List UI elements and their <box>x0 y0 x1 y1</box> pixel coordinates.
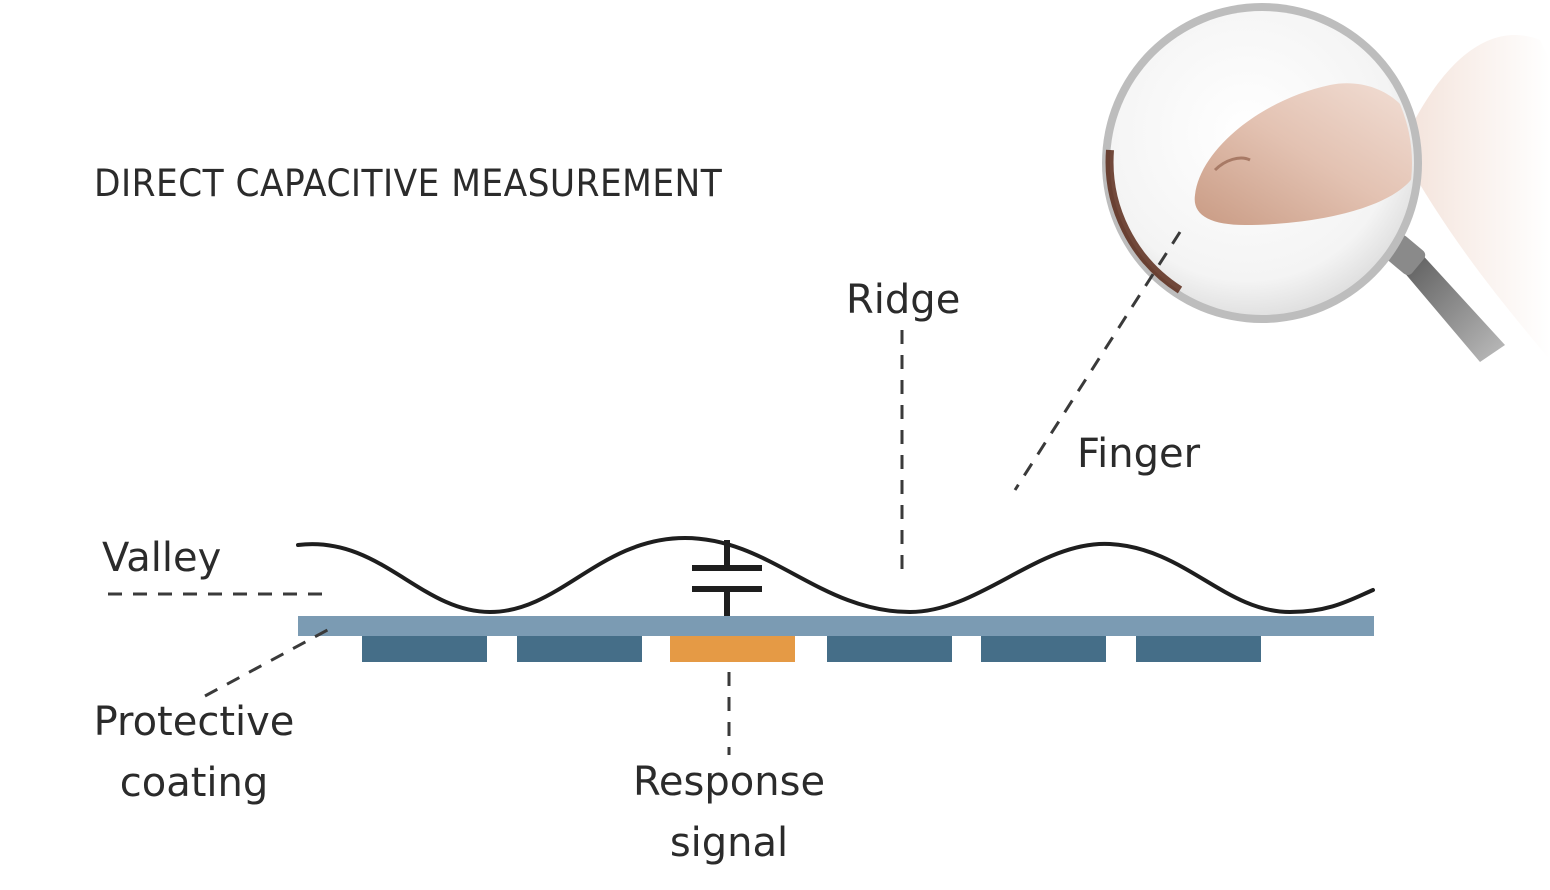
response-signal-label-line2: signal <box>669 820 789 866</box>
sensor-pixel <box>1136 636 1261 662</box>
protective-coating-label: Protective coating <box>84 692 304 814</box>
sensor-pixel <box>827 636 952 662</box>
protective-coating-layer <box>298 616 1374 636</box>
sensor-pixel <box>517 636 642 662</box>
sensor-pixel <box>981 636 1106 662</box>
magnifying-glass-with-finger-icon <box>1102 3 1550 362</box>
fingertip-shape <box>1194 83 1412 225</box>
response-signal-label-line1: Response <box>632 759 826 805</box>
sensor-pixel-active <box>670 636 795 662</box>
diagram-title: DIRECT CAPACITIVE MEASUREMENT <box>94 162 723 205</box>
valley-label: Valley <box>102 535 222 581</box>
finger-leader-line <box>1013 231 1182 491</box>
sensor-pixel-row <box>362 636 1261 662</box>
hand-shape <box>1400 34 1550 361</box>
ridge-label: Ridge <box>846 277 961 323</box>
response-signal-label: Response signal <box>614 752 844 874</box>
sensor-pixel <box>362 636 487 662</box>
protective-coating-label-line1: Protective <box>93 699 295 745</box>
protective-coating-label-line2: coating <box>119 760 269 806</box>
finger-surface-curve <box>296 535 1375 615</box>
finger-label: Finger <box>1077 431 1201 477</box>
coating-leader-line <box>204 624 336 698</box>
magnifier-handle <box>1392 250 1505 362</box>
